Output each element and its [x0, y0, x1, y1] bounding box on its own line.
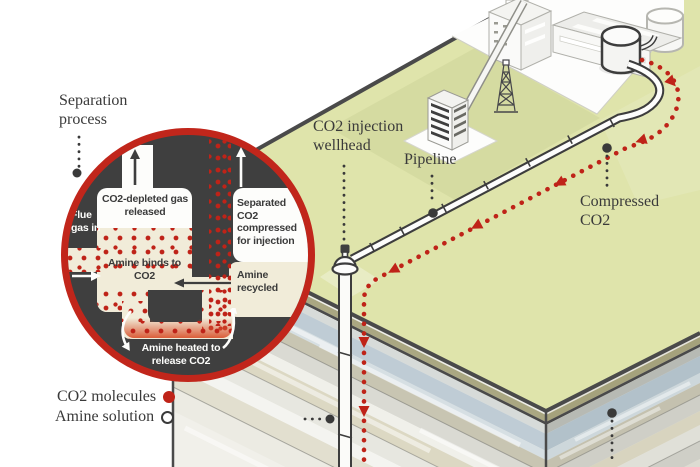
- amine-liquid: [97, 228, 192, 312]
- pipeline-joints: [369, 118, 615, 252]
- curved-up-arrow-icon: [222, 308, 238, 350]
- injection-well: [337, 272, 353, 467]
- co2-injection-wellhead-label: CO2 injection wellhead: [313, 118, 404, 154]
- separated-co2-dots: [209, 135, 231, 326]
- pipeline-pipe: [349, 59, 665, 263]
- chimney-stack: [122, 145, 153, 191]
- separation-process-inset: CO2-depleted gas released Flue gas in Am…: [61, 128, 315, 382]
- leader-dot: [607, 408, 617, 418]
- up-arrow-icon: [130, 149, 140, 185]
- leader-dot: [72, 168, 82, 178]
- compressor-building: [426, 89, 470, 151]
- surface-edge-front-right: [545, 331, 700, 413]
- compressed-co2-label: Compressed CO2: [580, 193, 660, 229]
- amine-passage: [97, 277, 235, 290]
- up-arrow-icon: [236, 147, 246, 187]
- legend-co2-label: CO2 molecules: [57, 388, 157, 405]
- legend-co2-molecules: CO2 molecules: [57, 388, 176, 406]
- amine-binds-label: Amine binds to CO2: [107, 257, 182, 282]
- separated-co2-label: Separated CO2 compressed for injection: [237, 197, 297, 247]
- u-channel-dots: [124, 321, 232, 338]
- recycled-amine-strip: [229, 262, 308, 317]
- wellhead: [331, 244, 359, 276]
- flue-duct-pipe: [454, 0, 528, 124]
- left-arrow-icon: [174, 278, 231, 288]
- legend-amine-solution: Amine solution: [55, 408, 175, 426]
- amine-heated-label: Amine heated to release CO2: [141, 342, 221, 367]
- leader-dot: [325, 414, 335, 424]
- co2-depleted-label: CO2-depleted gas released: [101, 193, 189, 218]
- leader-dot: [602, 143, 612, 153]
- pipeline-label: Pipeline: [404, 151, 457, 168]
- co2-molecule-dot-icon: [163, 391, 176, 403]
- amine-recycled-label: Amine recycled: [237, 269, 279, 294]
- amine-solution-circle-icon: [161, 410, 175, 424]
- lattice-tower: [494, 59, 518, 113]
- flue-gas-inlet: [68, 248, 102, 272]
- strata-right-face: [546, 333, 700, 467]
- divider-block: [148, 290, 202, 322]
- legend-amine-label: Amine solution: [55, 408, 155, 425]
- co2-flow-arrowheads: [358, 74, 676, 417]
- separation-process-label: Separation process: [59, 92, 128, 128]
- co2-flow-path: [358, 57, 681, 467]
- compression-panel: [233, 188, 308, 262]
- flue-gas-label: Flue gas in: [71, 209, 101, 234]
- curved-down-arrow-icon: [121, 310, 132, 351]
- leader-dot: [428, 208, 438, 218]
- right-arrow-icon: [72, 271, 101, 281]
